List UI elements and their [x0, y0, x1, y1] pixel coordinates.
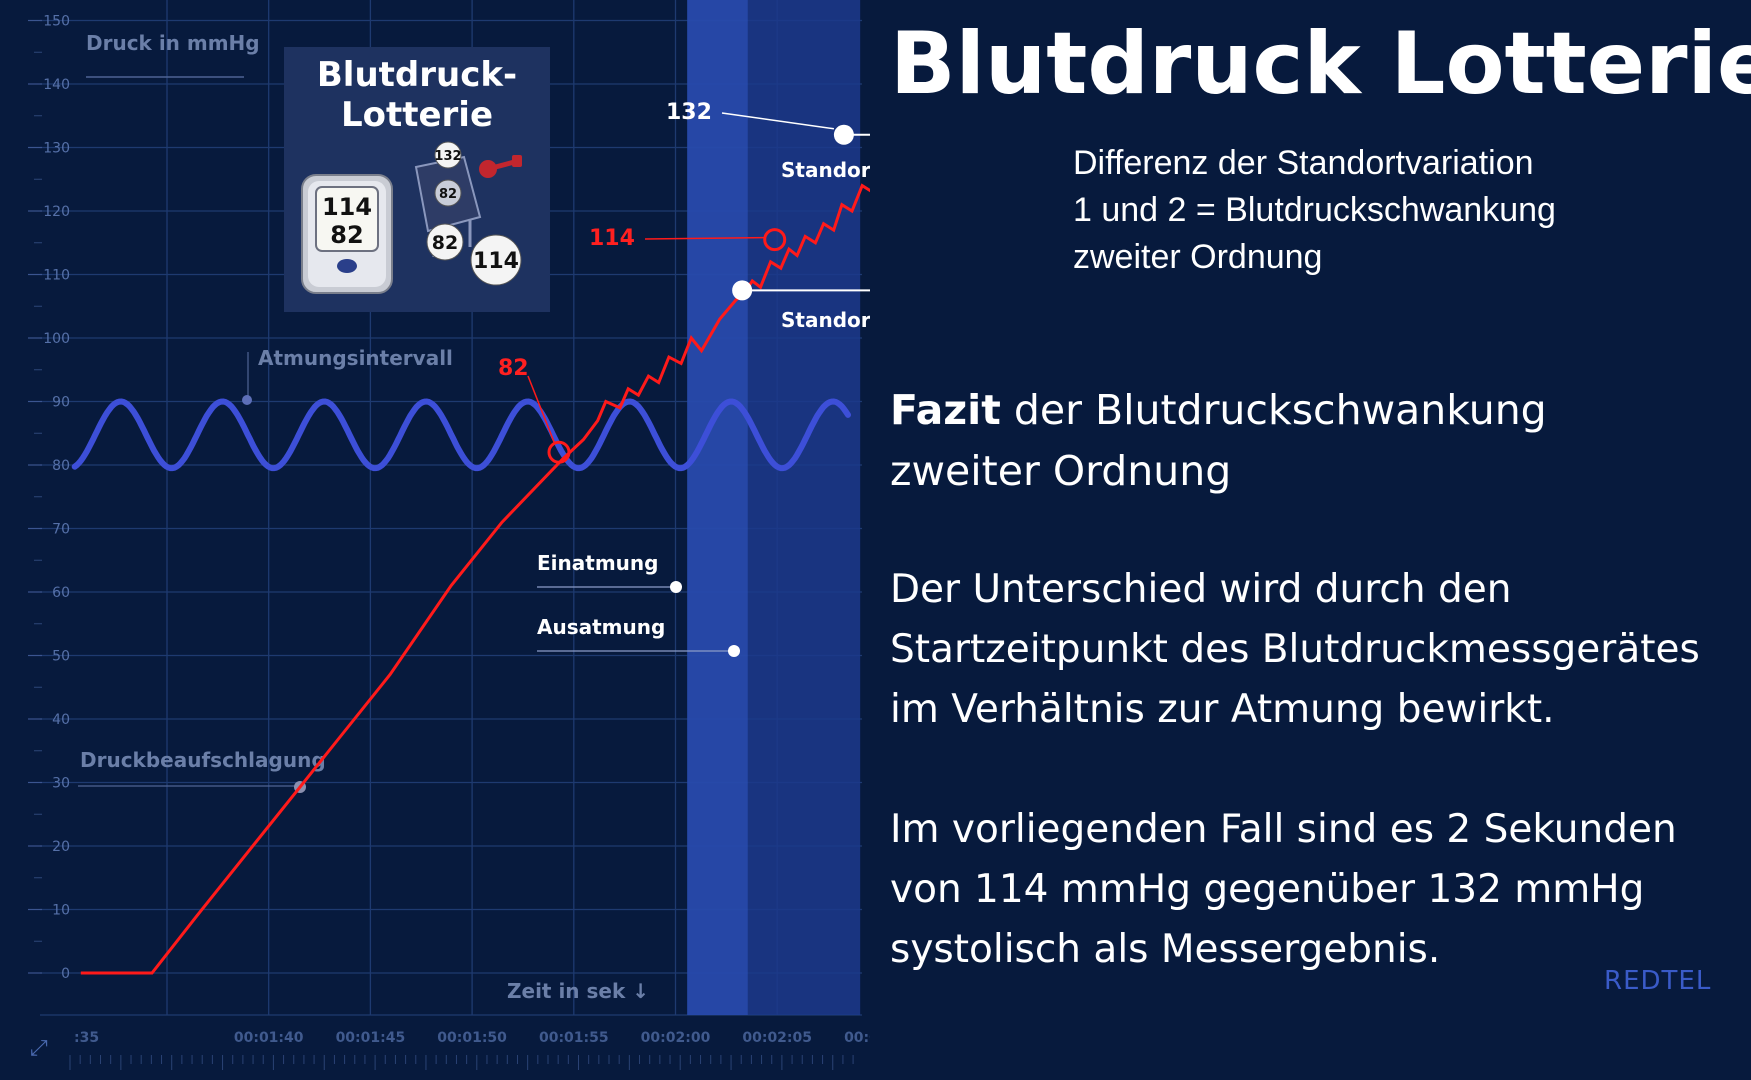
inset-title: Blutdruck- Lotterie	[284, 55, 550, 135]
lottery-ball-icon: 132 82 82 114	[426, 141, 522, 286]
y-tick-label: 50	[52, 649, 70, 665]
y-tick-label: 10	[52, 903, 70, 919]
x-tick-label: 00:02:00	[641, 1030, 711, 1046]
p1-line-1: Der Unterschied wird durch den	[890, 567, 1512, 612]
marker-132-leader	[721, 112, 835, 130]
marker-114-label: 114	[589, 226, 635, 251]
p1-line-2: Startzeitpunkt des Blutdruckmessgerätes	[890, 627, 1700, 672]
y-tick-label: 20	[52, 839, 70, 855]
x-tick-label: :35	[74, 1030, 99, 1046]
breathing-wave	[71, 398, 851, 472]
x-tick-label: 00:01:50	[437, 1030, 507, 1046]
x-axis-title: Zeit in sek ↓	[507, 979, 649, 1003]
location-variation-2-label: Standortvariation 2	[781, 158, 870, 182]
marker-82	[547, 440, 571, 464]
x-tick-label: 00:01:45	[336, 1030, 406, 1046]
diff-line-2: 1 und 2 = Blutdruckschwankung	[1073, 191, 1556, 229]
diff-line-3: zweiter Ordnung	[1073, 238, 1323, 276]
y-tick-label: 90	[52, 395, 70, 411]
conclusion-rest-1: der Blutdruckschwankung	[1000, 386, 1547, 434]
y-tick-label: 110	[43, 268, 70, 284]
y-axis-title: Druck in mmHg	[86, 31, 260, 55]
brand-logo: REDTEL	[1604, 966, 1712, 996]
conclusion-heading: Fazit der Blutdruckschwankung zweiter Or…	[890, 380, 1740, 502]
x-tick-label: 00:02:05	[742, 1030, 812, 1046]
inhale-label: Einatmung	[537, 551, 658, 575]
conclusion-rest-2: zweiter Ordnung	[890, 447, 1232, 495]
y-tick-label: 40	[52, 712, 70, 728]
y-tick-label: 130	[43, 141, 70, 157]
ball-132: 132	[434, 149, 461, 164]
y-tick-label: 140	[43, 77, 70, 93]
blood-pressure-monitor-icon: 114 82	[301, 174, 393, 294]
inset-title-line2: Lotterie	[340, 95, 494, 135]
monitor-bottom-value: 82	[330, 221, 363, 249]
y-tick-label: 100	[43, 331, 70, 347]
x-tick-label: 00:02:10	[844, 1030, 870, 1046]
breathing-interval-dot	[242, 395, 252, 405]
marker-82-leader	[527, 375, 556, 445]
exhale-dot	[728, 645, 740, 657]
p2-line-3: systolisch als Messergebnis.	[890, 927, 1441, 972]
highlight-band-inner	[687, 0, 748, 1015]
difference-explanation: Differenz der Standortvariation 1 und 2 …	[1073, 140, 1713, 281]
ball-114: 114	[473, 249, 519, 274]
diff-line-1: Differenz der Standortvariation	[1073, 144, 1534, 182]
inset-title-line1: Blutdruck-	[316, 55, 518, 95]
marker-82-label: 82	[498, 356, 529, 381]
result-paragraph: Im vorliegenden Fall sind es 2 Sekunden …	[890, 800, 1740, 980]
marker-114	[763, 228, 787, 252]
location-variation-1-label: Standortvariation 1	[781, 308, 870, 332]
marker-white-2	[833, 124, 854, 145]
p1-line-3: im Verhältnis zur Atmung bewirkt.	[890, 687, 1555, 732]
p2-line-1: Im vorliegenden Fall sind es 2 Sekunden	[890, 807, 1677, 852]
y-tick-label: 60	[52, 585, 70, 601]
y-tick-label: 0	[61, 966, 70, 982]
lottery-illustration: Blutdruck- Lotterie 114 82	[284, 47, 550, 312]
x-tick-label: 00:01:55	[539, 1030, 609, 1046]
breathing-interval-label: Atmungsintervall	[258, 346, 453, 370]
page-title: Blutdruck Lotterie	[890, 14, 1751, 114]
y-tick-label: 150	[43, 14, 70, 30]
y-tick-label: 30	[52, 776, 70, 792]
y-tick-label: 120	[43, 204, 70, 220]
conclusion-bold: Fazit	[890, 386, 1001, 434]
y-tick-label: 80	[52, 458, 70, 474]
marker-114-leader	[644, 236, 765, 240]
exhale-label: Ausatmung	[537, 615, 665, 639]
marker-white-3	[732, 280, 753, 301]
marker-132-label: 132	[666, 100, 712, 125]
monitor-top-value: 114	[322, 193, 372, 221]
pressure-curve	[80, 183, 870, 975]
ball-82-drum: 82	[439, 187, 457, 202]
ball-82: 82	[432, 232, 458, 254]
y-tick-label: 70	[52, 522, 70, 538]
explanation-paragraph: Der Unterschied wird durch den Startzeit…	[890, 560, 1740, 740]
p2-line-2: von 114 mmHg gegenüber 132 mmHg	[890, 867, 1645, 912]
x-tick-label: 00:01:40	[234, 1030, 304, 1046]
expand-icon[interactable]: ⤢	[30, 1036, 48, 1061]
pressure-chart: 0 10 20 30 40 50 60 70 80 90 100 110 120 130 140 150 :3…	[28, 0, 870, 1070]
lottery-icons: 114 82 132 82 82 11	[301, 141, 522, 294]
inhale-dot	[670, 581, 682, 593]
pressurization-label: Druckbeaufschlagung	[80, 748, 326, 772]
